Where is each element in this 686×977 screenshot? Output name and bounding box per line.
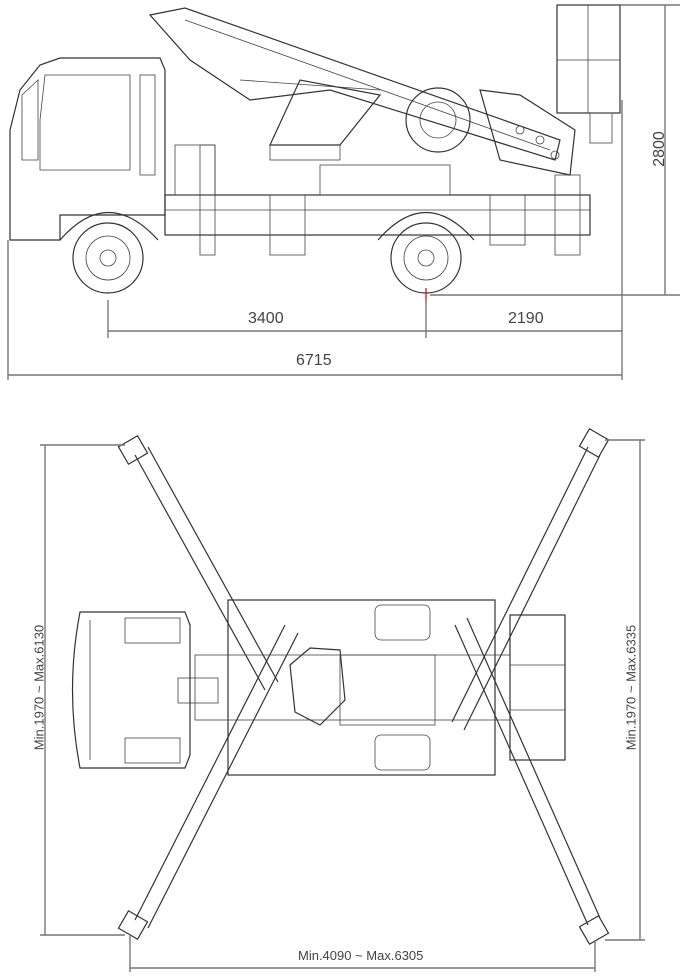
outrigger-rear-right — [454, 617, 610, 945]
truck-body-top — [227, 599, 496, 776]
bucket-top — [509, 614, 566, 761]
side-dimensions — [7, 4, 680, 380]
outrigger-front-left — [117, 435, 279, 691]
chassis-frame — [164, 194, 591, 236]
overall-height-label: 2800 — [651, 131, 668, 167]
bucket — [556, 4, 621, 114]
left-outrigger-span-label: Min.1970 ~ Max.6130 — [31, 624, 47, 751]
rear-overhang-label: 2190 — [508, 310, 544, 327]
cab — [9, 57, 166, 241]
boom — [148, 7, 561, 161]
overall-length-label: 6715 — [296, 352, 332, 369]
rear-wheel — [390, 222, 462, 294]
front-wheel — [72, 222, 144, 294]
wheelbase-label: 3400 — [248, 310, 284, 327]
top-dimensions — [40, 439, 645, 972]
cab-top — [71, 611, 191, 769]
longitudinal-span-label: Min.4090 ~ Max.6305 — [298, 948, 424, 963]
boom-pivot-wheel — [405, 87, 471, 153]
side-view-truck — [9, 4, 680, 296]
outrigger-rear-left — [117, 624, 299, 940]
top-view-truck — [71, 428, 610, 945]
right-outrigger-span-label: Min.1970 ~ Max.6335 — [623, 624, 639, 751]
outrigger-front-right — [451, 428, 610, 731]
